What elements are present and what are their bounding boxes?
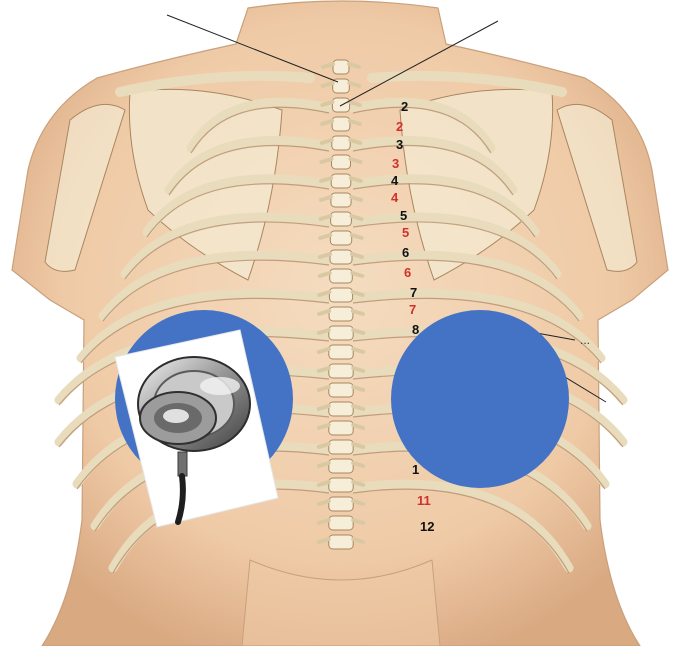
vertebra [330, 250, 352, 264]
vertebra [329, 440, 353, 454]
rib-label: 6 [404, 266, 411, 279]
rib-label: 5 [400, 209, 407, 222]
rib-label: 4 [391, 174, 398, 187]
rib-label: 6 [402, 246, 409, 259]
rib-label: 7 [409, 303, 416, 316]
vertebra [332, 117, 350, 131]
rib-label: 2 [396, 120, 403, 133]
rib-label: 5 [402, 226, 409, 239]
vertebra [331, 212, 352, 226]
vertebra [329, 402, 353, 416]
rib-label: 11 [417, 494, 431, 507]
rib-label: 3 [392, 157, 399, 170]
edge-marks: ... [580, 333, 590, 347]
rib-label: 3 [396, 138, 403, 151]
rib-label: 8 [412, 323, 419, 336]
vertebra [329, 421, 353, 435]
rib-label: 2 [401, 100, 408, 113]
vertebra [331, 193, 351, 207]
vertebra [329, 288, 352, 302]
vertebra [329, 516, 353, 530]
vertebra [329, 497, 353, 511]
rib-label: 4 [391, 191, 398, 204]
vertebra [329, 535, 353, 549]
vertebra [332, 136, 350, 150]
vertebra [329, 383, 353, 397]
vertebra [332, 155, 351, 169]
rib-label: 7 [410, 286, 417, 299]
vertebra [329, 459, 353, 473]
vertebra [329, 364, 353, 378]
vertebra [333, 60, 349, 74]
vertebra [330, 269, 353, 283]
vertebra [329, 478, 353, 492]
vertebra [331, 174, 351, 188]
vertebra [330, 231, 351, 245]
vertebra [329, 326, 353, 340]
rib-label: 1 [412, 463, 419, 476]
vertebra [329, 345, 353, 359]
rib-label: 12 [420, 520, 434, 533]
vertebra [329, 307, 353, 321]
